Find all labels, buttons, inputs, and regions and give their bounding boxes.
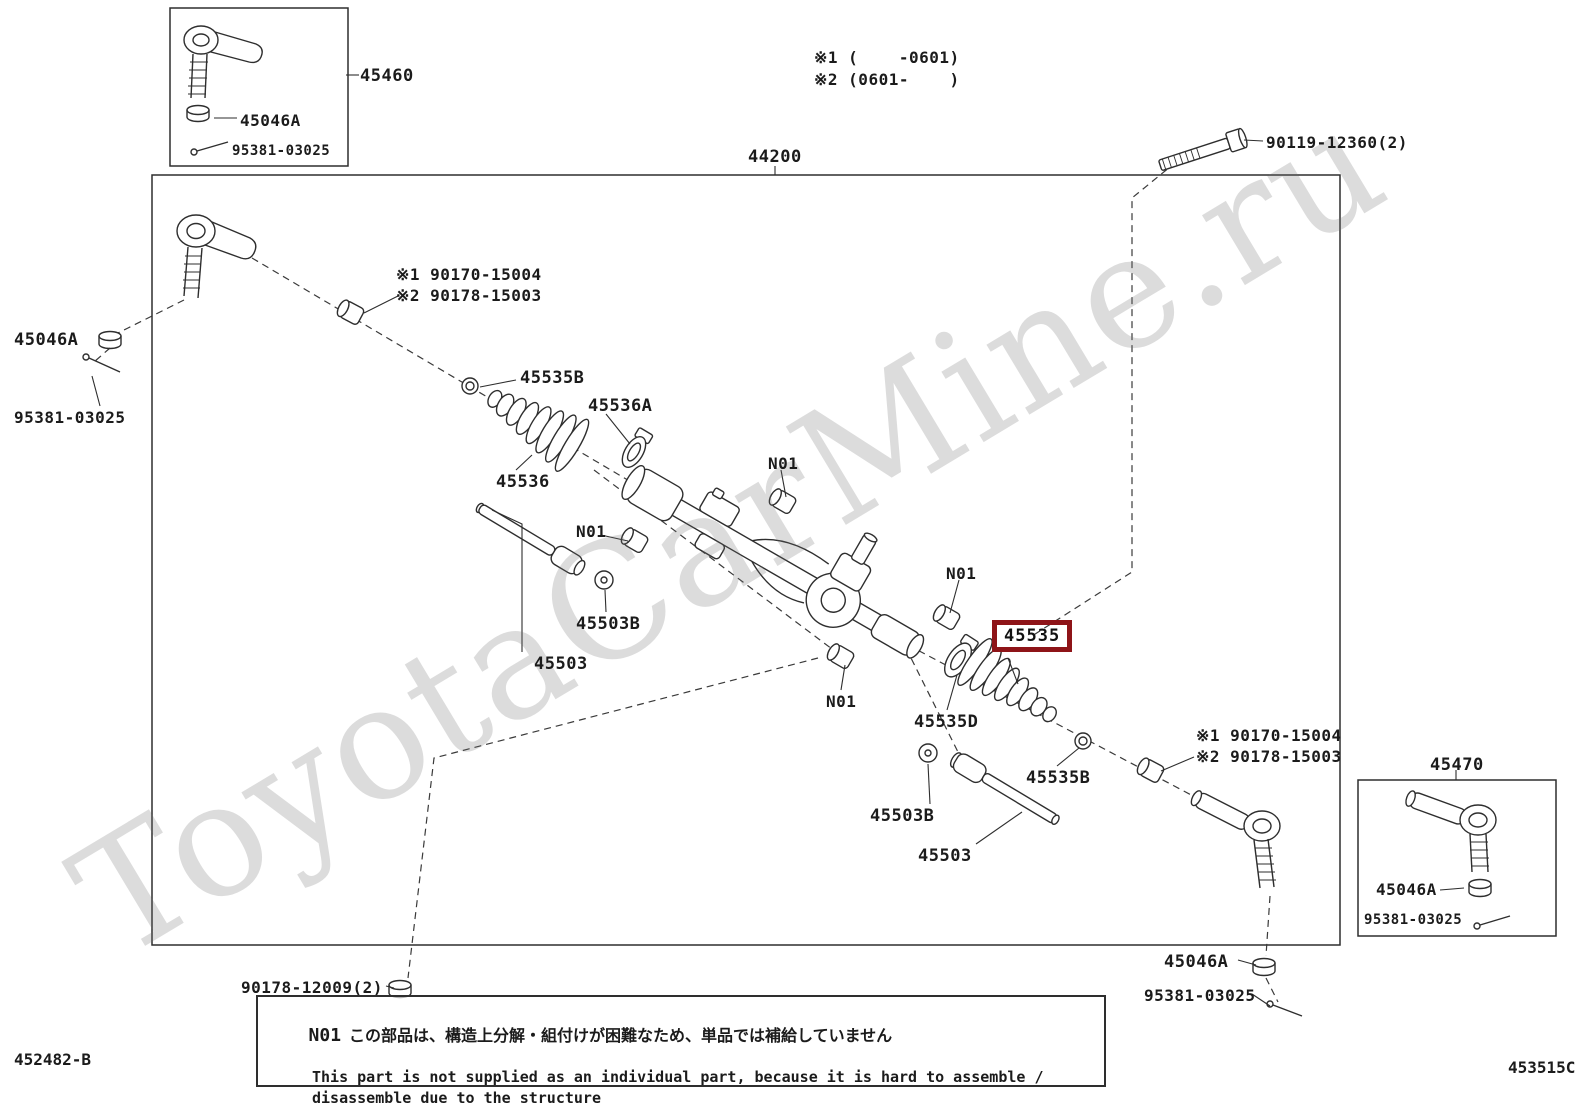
n01-label-midleft: N01 [576, 522, 607, 541]
part-label-95381-bottom[interactable]: 95381-03025 [1144, 986, 1256, 1005]
tie-rod-end-right-drawing [1190, 790, 1281, 889]
part-label-45046a-rightbox[interactable]: 45046A [1376, 880, 1437, 899]
frame-boxes [151, 7, 1557, 946]
footnote-jp-text: この部品は、構造上分解・組付けが困難なため、単品では補給していません [349, 1026, 893, 1045]
boot-clamp-left-drawing [621, 427, 654, 468]
n01-label-right: N01 [946, 564, 977, 583]
part-label-45535b-right[interactable]: 45535B [1026, 768, 1091, 788]
doc-code-bottom-right: 453515C [1508, 1058, 1576, 1077]
part-label-45536[interactable]: 45536 [496, 472, 550, 492]
part-label-95381-topbox[interactable]: 95381-03025 [232, 143, 331, 159]
boot-right-drawing [957, 638, 1057, 723]
part-label-95381-left[interactable]: 95381-03025 [14, 408, 126, 427]
part-label-45470[interactable]: 45470 [1430, 755, 1484, 775]
part-label-45046a-bottom[interactable]: 45046A [1164, 952, 1229, 972]
part-label-90119-12360[interactable]: 90119-12360(2) [1266, 133, 1408, 152]
doc-code-bottom-left: 452482-B [14, 1050, 92, 1069]
part-label-45535b-left[interactable]: 45535B [520, 368, 585, 388]
tie-rod-end-left-drawing [176, 214, 257, 299]
part-label-45535d[interactable]: 45535D [914, 712, 979, 732]
rack-housing-drawing [621, 464, 925, 659]
n01-label-top: N01 [768, 454, 799, 473]
footnote-box: N01 この部品は、構造上分解・組付けが困難なため、単品では補給していません Th… [256, 995, 1106, 1107]
part-label-45536a[interactable]: 45536A [588, 396, 653, 416]
applicability-note-1: ※1 ( -0601) [814, 48, 960, 67]
grommet-right-drawing [1136, 757, 1165, 783]
part-label-grommet-left-2[interactable]: ※2 90178-15003 [396, 286, 542, 305]
part-label-grommet-right-2[interactable]: ※2 90178-15003 [1196, 747, 1342, 766]
rack-end-left-drawing [475, 502, 614, 590]
assembly-axis-dashed-lines [93, 161, 1279, 1003]
lock-nut-bottom-left-drawing [388, 979, 412, 999]
tie-rod-end-45460-drawing [183, 25, 263, 156]
part-label-grommet-left-1[interactable]: ※1 90170-15004 [396, 265, 542, 284]
boot-clip-left-drawing [461, 377, 479, 395]
part-label-45503-left[interactable]: 45503 [534, 654, 588, 674]
part-label-45460[interactable]: 45460 [360, 66, 414, 86]
part-label-95381-rightbox[interactable]: 95381-03025 [1364, 912, 1463, 928]
boot-clip-right-drawing [1074, 732, 1092, 750]
part-label-45046a-topbox[interactable]: 45046A [240, 111, 301, 130]
castle-nut-bottom-right-drawing [1252, 957, 1303, 1017]
applicability-note-2: ※2 (0601- ) [814, 70, 960, 89]
part-label-90178-12009[interactable]: 90178-12009(2) [241, 978, 383, 997]
part-label-45503b-right[interactable]: 45503B [870, 806, 935, 826]
part-label-44200[interactable]: 44200 [748, 147, 802, 167]
footnote-en-line1: This part is not supplied as an individu… [312, 1068, 1044, 1086]
part-label-45046a-left[interactable]: 45046A [14, 330, 79, 350]
n01-label-bottom: N01 [826, 692, 857, 711]
boot-left-drawing [487, 389, 590, 472]
part-label-grommet-right-1[interactable]: ※1 90170-15004 [1196, 726, 1342, 745]
mount-bolt-drawing [1158, 127, 1248, 171]
footnote-tag: N01 [308, 1025, 342, 1046]
grommet-left-drawing [336, 299, 365, 325]
n01-bushing-drawings [620, 488, 961, 670]
footnote-en-line2: disassemble due to the structure [312, 1089, 601, 1107]
castle-nut-left-drawing [82, 330, 122, 373]
rack-end-right-drawing [918, 743, 1060, 826]
part-label-45503-right[interactable]: 45503 [918, 846, 972, 866]
highlighted-part-45535[interactable]: 45535 [992, 620, 1073, 652]
tie-rod-end-45470-drawing [1405, 790, 1511, 930]
part-label-45503b-left[interactable]: 45503B [576, 614, 641, 634]
leader-lines [91, 74, 1465, 1007]
